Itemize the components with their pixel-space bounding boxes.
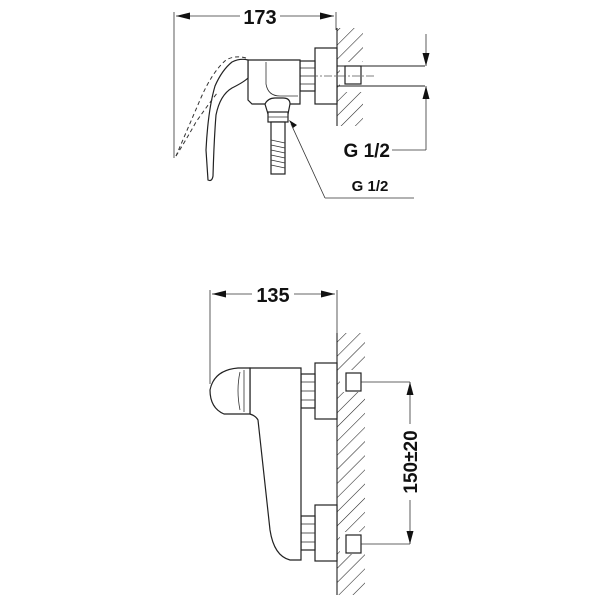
inlet-thread-label: G 1/2 <box>344 141 390 162</box>
lever-open-position <box>175 56 247 157</box>
lever-handle <box>205 58 249 182</box>
mixer-body <box>247 59 301 105</box>
dimension-inlet-thread: G 1/2 <box>344 34 430 162</box>
dimension-135: 135 <box>209 285 338 384</box>
inlet-spacing-label: 150±20 <box>401 430 422 493</box>
lower-escutcheon <box>314 504 338 562</box>
handle-cap <box>209 367 251 415</box>
dimension-inlet-spacing: 150±20 <box>401 382 422 544</box>
upper-escutcheon <box>314 362 338 420</box>
top-view: 173 <box>173 7 430 199</box>
outlet-thread-label: G 1/2 <box>352 178 389 195</box>
dimension-outlet-thread: G 1/2 <box>289 120 414 199</box>
wall-section-bottom <box>336 333 365 595</box>
bottom-view: 135 <box>209 285 422 595</box>
dimension-135-label: 135 <box>256 285 289 307</box>
dimension-depth-label: 173 <box>243 7 276 29</box>
mixer-body-front <box>249 367 302 561</box>
dimension-173: 173 <box>173 7 337 158</box>
